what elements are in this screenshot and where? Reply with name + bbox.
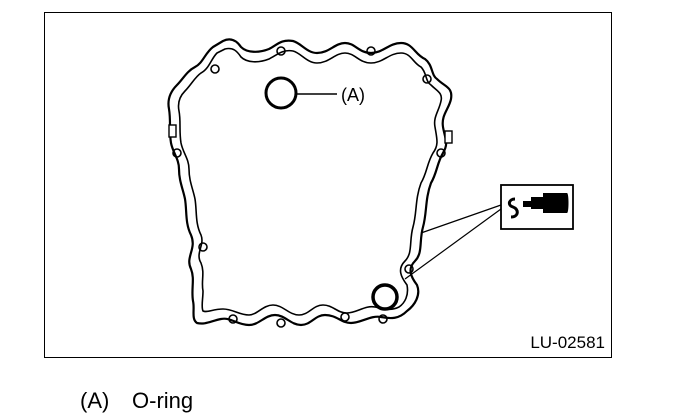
- oil-pan-gasket-drawing: [167, 38, 574, 328]
- bolt-hole: [422, 74, 432, 84]
- gasket-inner-line: [177, 47, 443, 316]
- bolt-hole: [276, 318, 286, 328]
- diagram-frame: (A) LU-02581: [44, 12, 612, 358]
- o-ring-a: [264, 76, 298, 110]
- figure-id: LU-02581: [530, 333, 605, 352]
- liquid-gasket-sealant-icon: [500, 184, 574, 230]
- bolt-hole: [436, 148, 446, 158]
- bolt-hole: [404, 264, 414, 274]
- sealant-leader-line: [404, 208, 502, 280]
- bolt-hole: [366, 46, 376, 56]
- bolt-hole: [210, 64, 220, 74]
- bolt-hole: [378, 314, 388, 324]
- bolt-hole: [228, 314, 238, 324]
- locating-tab: [168, 124, 177, 138]
- oil-pan-outline: [167, 38, 453, 327]
- legend-key: (A): [80, 388, 110, 413]
- bolt-hole: [276, 46, 286, 56]
- locating-tab: [444, 130, 453, 144]
- bolt-hole: [172, 148, 182, 158]
- legend-text: O-ring: [132, 388, 194, 413]
- o-ring-lower: [371, 283, 399, 311]
- sealant-leader-line: [420, 204, 502, 234]
- legend: (A) O-ring: [80, 388, 193, 414]
- bolt-hole: [340, 312, 350, 322]
- bolt-hole: [198, 242, 208, 252]
- callout-label-a: (A): [341, 85, 365, 105]
- bolt-holes: [172, 46, 446, 328]
